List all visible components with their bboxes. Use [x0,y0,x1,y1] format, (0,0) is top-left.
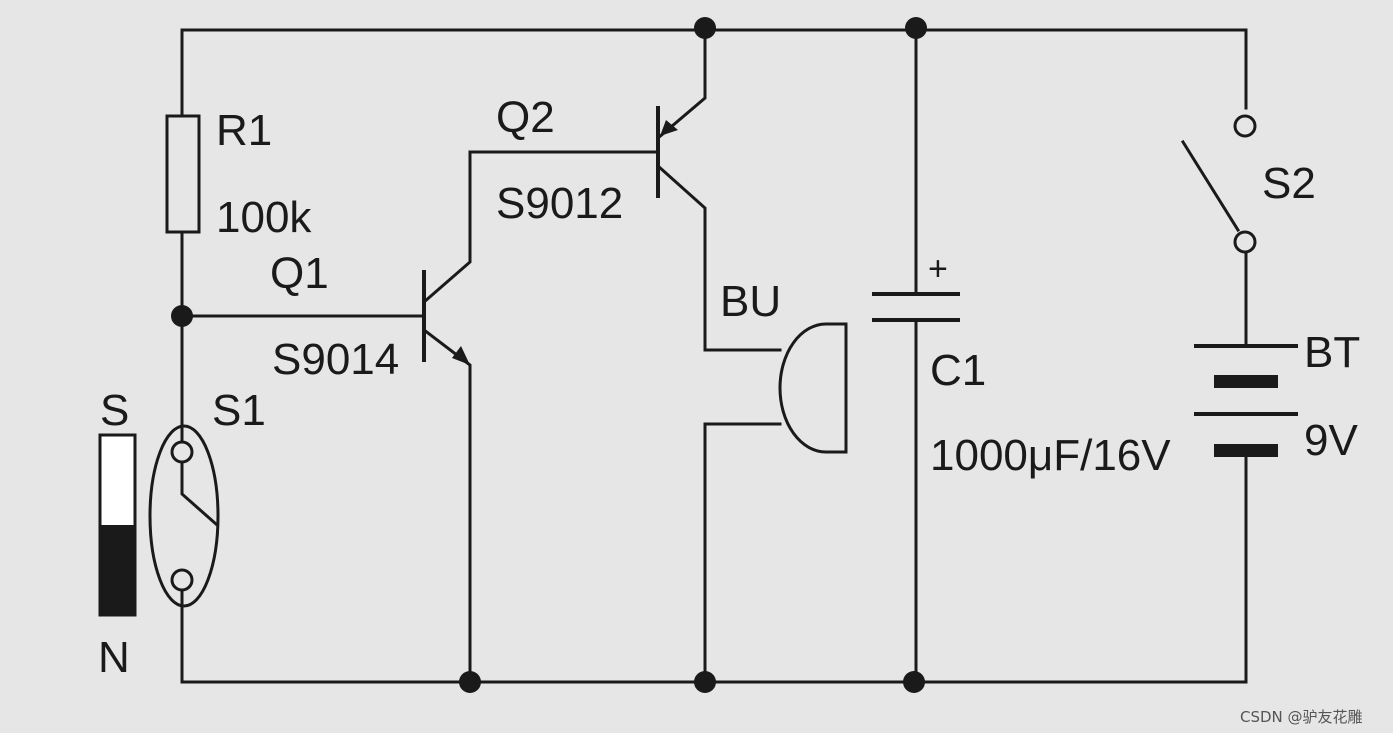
resistor-r1 [165,114,201,234]
buzzer-bu [703,322,848,684]
magnet-south-label: S [100,386,129,435]
top-rail-wire [180,28,1248,110]
junction-buzzer [694,671,716,693]
bar-magnet [98,433,137,617]
s2-ref-label: S2 [1262,159,1316,208]
q2-part-label: S9012 [496,179,623,228]
bu-ref-label: BU [720,277,781,326]
q1-ref-label: Q1 [270,249,329,298]
bt-value-label: 9V [1304,416,1358,465]
c1-ref-label: C1 [930,346,986,395]
magnet-north-label: N [98,633,130,682]
r1-value-label: 100k [216,193,312,242]
watermark-text: CSDN @驴友花雕 [1240,708,1363,726]
s1-ref-label: S1 [212,386,266,435]
r1-ref-label: R1 [216,106,272,155]
junction-c1-top [905,17,927,39]
q1-part-label: S9014 [272,335,399,384]
c1-polarity-label: + [928,250,948,288]
bt-ref-label: BT [1304,328,1360,377]
junction-c1-bottom [903,671,925,693]
transistor-q2 [655,28,782,352]
battery-bt [1194,344,1298,496]
transistor-q1 [180,150,658,684]
junction-q2-emitter [694,17,716,39]
c1-value-label: 1000μF/16V [930,431,1171,480]
switch-s2 [1180,114,1257,347]
bottom-rail-wire [180,490,1248,684]
junction-q1-emitter [459,671,481,693]
capacitor-c1 [872,28,960,684]
reed-switch-s1 [148,424,220,608]
q2-ref-label: Q2 [496,93,555,142]
